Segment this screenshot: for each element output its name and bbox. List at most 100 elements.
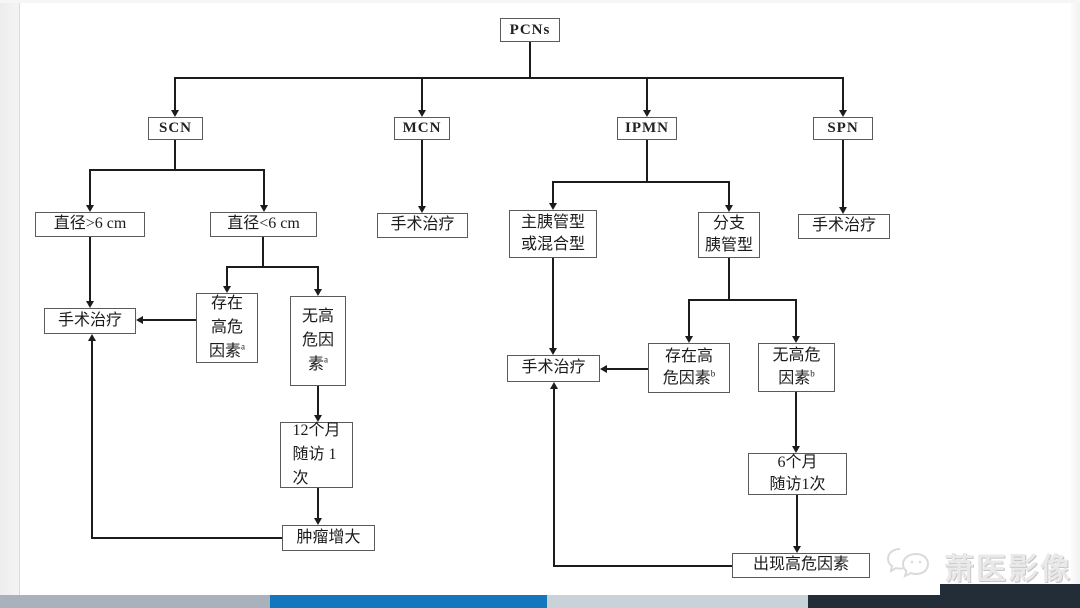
connector — [728, 181, 730, 205]
bottom-bar-gray-segment — [0, 595, 270, 608]
node-ipmn: IPMN — [617, 117, 677, 140]
node-superscript: b — [710, 368, 716, 379]
watermark: 萧医影像 — [886, 544, 1072, 588]
arrowhead-down — [418, 110, 426, 117]
connector — [728, 258, 730, 299]
slide-edge-right — [1071, 0, 1080, 595]
node-diameter-gt6: 直径>6 cm — [35, 212, 145, 237]
connector — [552, 258, 554, 348]
arrowhead-down — [839, 110, 847, 117]
arrowhead-down — [314, 518, 322, 525]
connector — [89, 169, 265, 171]
bottom-bar-blue-segment — [270, 595, 547, 608]
node-risk-absent-scn: 无高 危因 素a — [290, 296, 346, 386]
node-label: 手术治疗 — [521, 359, 586, 377]
connector — [553, 389, 555, 567]
arrowhead-down — [685, 336, 693, 343]
connector — [529, 42, 531, 78]
arrowhead-left — [136, 316, 143, 324]
node-label: 手术治疗 — [57, 311, 122, 329]
node-mcn: MCN — [394, 117, 450, 140]
connector — [174, 77, 176, 111]
node-label: 12个月 随访 1 次 — [292, 422, 341, 487]
connector — [552, 181, 554, 203]
node-label: 肿瘤增大 — [296, 528, 361, 546]
connector — [795, 299, 797, 336]
bottom-bar-dark-segment — [808, 595, 1080, 608]
node-followup-12m: 12个月 随访 1 次 — [280, 422, 353, 488]
node-surgery-scn: 手术治疗 — [44, 308, 136, 334]
node-followup-6m: 6个月 随访1次 — [748, 453, 847, 495]
arrowhead-down — [643, 110, 651, 117]
connector — [143, 319, 196, 321]
connector — [646, 77, 648, 111]
node-label: 直径>6 cm — [53, 215, 127, 233]
arrowhead-left — [600, 365, 607, 373]
connector — [688, 299, 796, 301]
node-surgery-spn: 手术治疗 — [798, 214, 890, 239]
node-surgery-ipmn: 手术治疗 — [507, 355, 600, 382]
node-label: SPN — [827, 120, 859, 136]
arrowhead-down — [418, 206, 426, 213]
node-scn: SCN — [148, 117, 203, 140]
connector — [552, 181, 730, 183]
node-label: 存在高 危因素 — [662, 347, 713, 387]
node-label: SCN — [158, 120, 192, 136]
node-superscript: a — [324, 354, 328, 365]
connector — [795, 392, 797, 446]
node-label: 无高危 因素 — [772, 347, 821, 387]
node-tumor-growth: 肿瘤增大 — [282, 525, 375, 551]
arrowhead-down — [314, 415, 322, 422]
arrowhead-down — [171, 110, 179, 117]
node-label: 手术治疗 — [811, 217, 876, 235]
connector — [89, 237, 91, 301]
node-spn: SPN — [813, 117, 873, 140]
connector — [796, 495, 798, 546]
connector — [553, 565, 732, 567]
connector — [174, 77, 844, 79]
connector — [646, 140, 648, 181]
arrowhead-down — [793, 546, 801, 553]
wechat-bubbles-icon — [886, 546, 938, 587]
node-label: 直径<6 cm — [227, 215, 300, 233]
connector — [842, 140, 844, 207]
arrowhead-up — [550, 382, 558, 389]
arrowhead-down — [260, 205, 268, 212]
connector — [688, 299, 690, 336]
node-superscript: a — [241, 341, 245, 352]
node-risk-present-ipmn: 存在高 危因素b — [648, 343, 730, 393]
node-label: 存在 高危 因素 — [208, 295, 243, 360]
connector — [317, 386, 319, 415]
node-superscript: b — [810, 368, 815, 379]
node-label: 分支 胰管型 — [704, 214, 753, 254]
node-risk-absent-ipmn: 无高危 因素b — [758, 343, 835, 392]
connector — [842, 77, 844, 111]
arrowhead-down — [223, 286, 231, 293]
connector — [263, 169, 265, 206]
node-branch-duct-type: 分支 胰管型 — [698, 212, 760, 258]
arrowhead-down — [314, 289, 322, 296]
slide-edge-top — [0, 0, 1080, 3]
arrowhead-down — [725, 205, 733, 212]
node-pcns: PCNs — [500, 18, 560, 42]
arrowhead-down — [549, 348, 557, 355]
connector — [421, 140, 423, 206]
node-label: 6个月 随访1次 — [769, 453, 826, 493]
node-label: 手术治疗 — [390, 216, 455, 234]
node-risk-present-scn: 存在 高危 因素a — [196, 293, 258, 363]
node-label: MCN — [402, 120, 442, 136]
arrowhead-down — [549, 203, 557, 210]
arrowhead-down — [792, 446, 800, 453]
connector — [89, 169, 91, 206]
node-label: IPMN — [625, 120, 669, 136]
connector — [226, 266, 228, 287]
watermark-text: 萧医影像 — [944, 553, 1072, 586]
arrowhead-down — [86, 301, 94, 308]
node-surgery-mcn: 手术治疗 — [377, 213, 468, 238]
arrowhead-down — [792, 336, 800, 343]
arrowhead-up — [88, 334, 96, 341]
bottom-bar-light-segment — [547, 595, 808, 608]
connector — [262, 237, 264, 266]
node-label: 出现高危因素 — [752, 556, 849, 574]
